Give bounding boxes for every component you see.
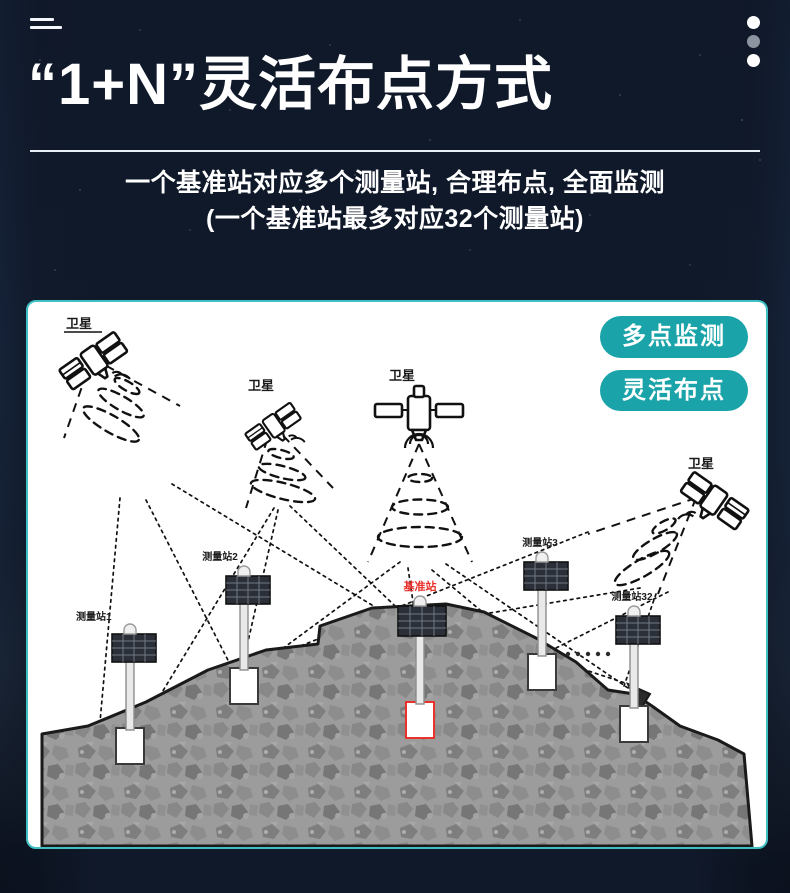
satellite-left-icon xyxy=(57,330,135,399)
hamburger-line-top xyxy=(30,18,54,21)
deployment-diagram: 卫星 卫星 xyxy=(40,316,754,847)
base-station-label: 基准站 xyxy=(403,579,437,593)
page-title: “1+N”灵活布点方式 xyxy=(28,52,554,117)
measuring-station-2-label: 测量站2 xyxy=(202,550,238,563)
station-ellipsis xyxy=(565,651,611,657)
measuring-station-32-label: 测量站32 xyxy=(611,590,653,603)
dot-middle xyxy=(747,35,760,48)
diagram-card-inner: 卫星 卫星 xyxy=(28,302,766,847)
title-divider xyxy=(30,150,760,152)
measuring-station-32: 测量站32 xyxy=(611,590,661,743)
hamburger-icon[interactable] xyxy=(30,18,62,34)
satellite-center-icon xyxy=(373,384,465,449)
measuring-station-1-label: 测量站1 xyxy=(76,610,112,623)
subtitle-line-2: (一个基准站最多对应32个测量站) xyxy=(206,205,584,234)
satellite-center-label: 卫星 xyxy=(389,368,415,383)
terrain-hill xyxy=(40,602,754,847)
badge-flexible-layout[interactable]: 灵活布点 xyxy=(600,369,748,412)
measuring-station-2: 测量站2 xyxy=(202,550,271,705)
badge-multi-point-monitoring[interactable]: 多点监测 xyxy=(600,316,748,358)
measuring-station-3: 测量站3 xyxy=(522,536,569,691)
measuring-station-1: 测量站1 xyxy=(76,610,157,765)
badge-list: 多点监测 灵活布点 xyxy=(600,316,748,412)
satellite-mid-left-label: 卫星 xyxy=(248,378,274,393)
measuring-station-3-label: 测量站3 xyxy=(522,536,558,549)
subtitle-line-1: 一个基准站对应多个测量站, 合理布点, 全面监测 xyxy=(125,169,665,197)
satellite-left-label: 卫星 xyxy=(66,316,92,331)
page-subtitle: 一个基准站对应多个测量站, 合理布点, 全面监测 (一个基准站最多对应32个测量… xyxy=(30,165,760,238)
hamburger-line-bottom xyxy=(30,26,62,29)
vertical-dots-icon[interactable] xyxy=(747,16,763,73)
diagram-card: 卫星 卫星 xyxy=(26,300,768,849)
satellite-right-label: 卫星 xyxy=(688,456,714,471)
satellite-right-icon xyxy=(673,470,751,539)
dot-bottom xyxy=(747,54,760,67)
dot-top xyxy=(747,16,760,29)
satellite-mid-left-icon xyxy=(243,401,307,458)
base-station: 基准站 xyxy=(397,579,447,739)
